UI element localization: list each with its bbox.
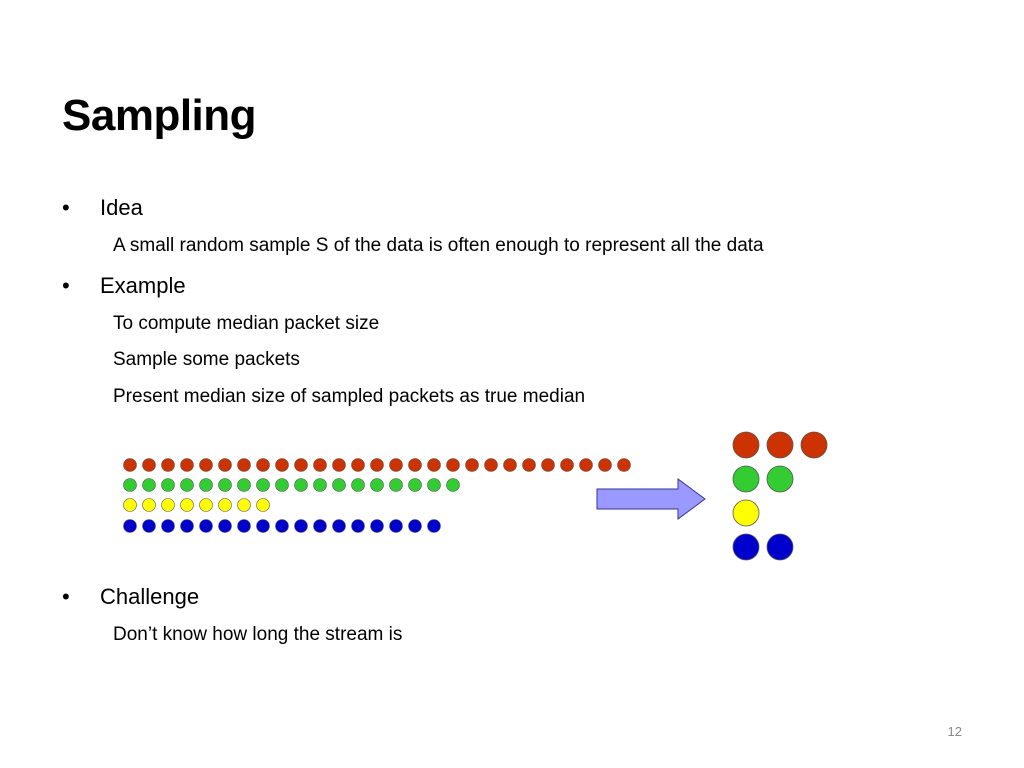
bullet-dot: •: [62, 273, 70, 298]
packet-dot: [256, 458, 270, 472]
packet-dot: [332, 458, 346, 472]
packet-dot: [199, 458, 213, 472]
packet-dot: [408, 519, 422, 533]
packet-dot: [161, 498, 175, 512]
packet-dot: [427, 519, 441, 533]
packet-dot: [161, 458, 175, 472]
packet-dot: [294, 519, 308, 533]
packet-dot: [389, 519, 403, 533]
packet-dot: [256, 519, 270, 533]
packet-dot: [541, 458, 555, 472]
sampled-packet-dot: [766, 431, 794, 459]
packet-dot: [218, 519, 232, 533]
packet-dot: [408, 478, 422, 492]
packet-dot: [142, 478, 156, 492]
packet-dot: [180, 498, 194, 512]
packet-dot: [161, 478, 175, 492]
bullet-dot: •: [62, 195, 70, 220]
bullet-label: Challenge: [100, 584, 200, 609]
packet-dot: [237, 458, 251, 472]
packet-dot: [180, 519, 194, 533]
packet-dot: [446, 478, 460, 492]
packet-sample: [732, 431, 828, 561]
packet-dot: [218, 478, 232, 492]
packet-dot: [123, 478, 137, 492]
packet-stream: [123, 458, 631, 533]
packet-dot: [180, 458, 194, 472]
packet-dot: [427, 478, 441, 492]
packet-dot: [275, 519, 289, 533]
packet-dot: [351, 458, 365, 472]
packet-dot: [503, 458, 517, 472]
sampled-packet-dot: [766, 533, 794, 561]
packet-dot: [370, 519, 384, 533]
packet-dot: [294, 478, 308, 492]
packet-dot: [313, 478, 327, 492]
packet-dot: [123, 498, 137, 512]
sampled-packet-dot: [800, 431, 828, 459]
sampled-packet-dot: [766, 465, 794, 493]
packet-dot: [256, 478, 270, 492]
packet-dot: [237, 519, 251, 533]
sub-bullet: To compute median packet size: [113, 313, 380, 334]
packet-dot: [465, 458, 479, 472]
packet-dot: [332, 519, 346, 533]
bullet-example: • Example: [62, 273, 186, 299]
sampled-packet-dot: [732, 431, 760, 459]
packet-dot: [522, 458, 536, 472]
bullet-label: Example: [100, 273, 186, 298]
packet-dot: [199, 478, 213, 492]
sub-bullet: A small random sample S of the data is o…: [113, 235, 764, 256]
sub-bullet: Present median size of sampled packets a…: [113, 386, 586, 407]
sampled-packet-dot: [732, 533, 760, 561]
page-number: 12: [947, 724, 962, 739]
packet-dot: [427, 458, 441, 472]
packet-dot: [256, 498, 270, 512]
packet-dot: [617, 458, 631, 472]
packet-dot: [389, 458, 403, 472]
packet-dot: [370, 478, 384, 492]
packet-dot: [161, 519, 175, 533]
sub-bullet: Sample some packets: [113, 349, 300, 370]
bullet-idea: • Idea: [62, 195, 143, 221]
packet-dot: [446, 458, 460, 472]
packet-dot: [199, 519, 213, 533]
sub-bullet: Don’t know how long the stream is: [113, 624, 403, 645]
packet-dot: [389, 478, 403, 492]
packet-dot: [218, 498, 232, 512]
packet-dot: [142, 498, 156, 512]
packet-dot: [313, 519, 327, 533]
bullet-challenge: • Challenge: [62, 584, 199, 610]
bullet-dot: •: [62, 584, 70, 609]
packet-dot: [142, 458, 156, 472]
packet-dot: [275, 458, 289, 472]
packet-dot: [332, 478, 346, 492]
slide-title: Sampling: [62, 91, 257, 140]
sampled-packet-dot: [732, 499, 760, 527]
packet-dot: [598, 458, 612, 472]
packet-dot: [351, 478, 365, 492]
packet-dot: [142, 519, 156, 533]
packet-dot: [370, 458, 384, 472]
packet-dot: [408, 458, 422, 472]
packet-dot: [294, 458, 308, 472]
packet-dot: [237, 498, 251, 512]
packet-dot: [579, 458, 593, 472]
packet-dot: [237, 478, 251, 492]
bullet-label: Idea: [100, 195, 143, 220]
packet-dot: [123, 458, 137, 472]
packet-dot: [199, 498, 213, 512]
packet-dot: [218, 458, 232, 472]
packet-dot: [313, 458, 327, 472]
right-arrow-icon: [596, 478, 706, 520]
packet-dot: [275, 478, 289, 492]
packet-dot: [560, 458, 574, 472]
sampled-packet-dot: [732, 465, 760, 493]
packet-dot: [180, 478, 194, 492]
packet-dot: [484, 458, 498, 472]
packet-dot: [351, 519, 365, 533]
packet-dot: [123, 519, 137, 533]
